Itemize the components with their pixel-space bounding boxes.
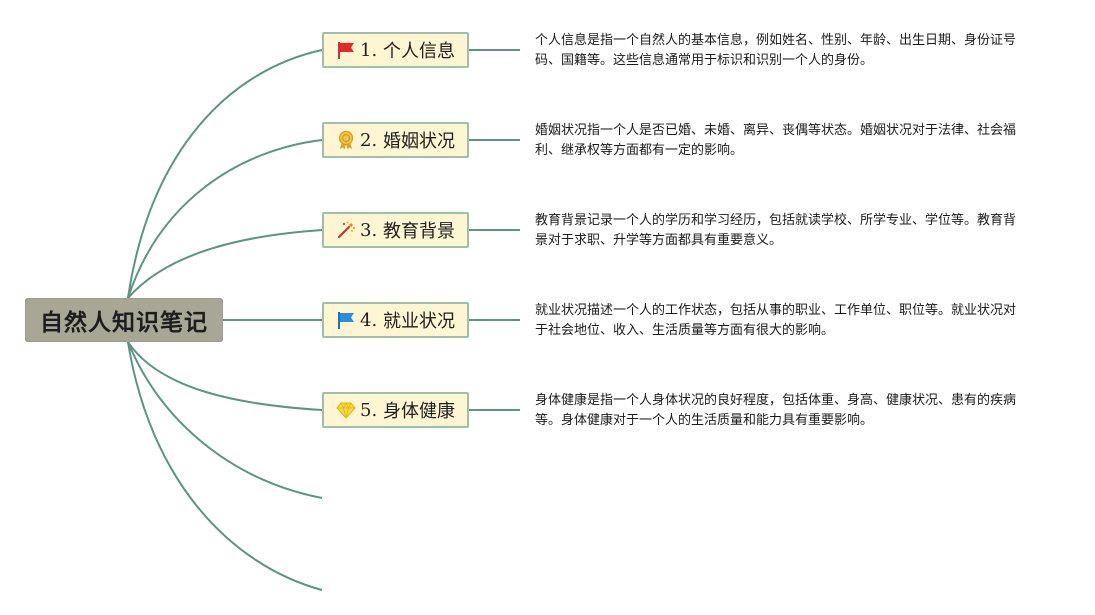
topic-description-4: 就业状况描述一个人的工作状态，包括从事的职业、工作单位、职位等。就业状况对于社会… <box>535 303 1017 338</box>
topic-description-5: 身体健康是指一个人身体状况的良好程度，包括体重、身高、健康状况、患有的疾病等。身… <box>535 393 1017 428</box>
topic-education[interactable]: 3. 教育背景 <box>322 212 469 248</box>
topic-personal-info[interactable]: 1. 个人信息 <box>322 32 469 68</box>
topic-number: 3. <box>360 219 378 241</box>
root-topic[interactable]: 自然人知识笔记 <box>25 298 223 342</box>
topic-label: 个人信息 <box>382 41 455 62</box>
branch-line-3 <box>127 229 323 299</box>
topic-description-2: 婚姻状况指一个人是否已婚、未婚、离异、丧偶等状态。婚姻状况对于法律、社会福利、继… <box>535 123 1017 158</box>
blue-flag-icon <box>336 310 356 330</box>
topic-label: 身体健康 <box>382 401 455 422</box>
red-flag-icon <box>336 40 356 60</box>
topic-label: 就业状况 <box>382 311 455 332</box>
topic-marital-status[interactable]: 2. 婚姻状况 <box>322 122 469 158</box>
branch-line-6 <box>127 341 323 499</box>
topic-health[interactable]: 5. 身体健康 <box>322 392 469 428</box>
award-medal-icon <box>336 130 356 150</box>
topic-label: 教育背景 <box>382 221 455 242</box>
diamond-icon <box>336 400 356 420</box>
branch-line-2 <box>127 139 323 299</box>
topic-number: 2. <box>360 129 378 151</box>
topic-number: 1. <box>360 39 378 61</box>
topic-number: 4. <box>360 309 378 331</box>
branch-line-5 <box>127 341 323 411</box>
topic-label: 婚姻状况 <box>382 131 455 152</box>
topic-description-3: 教育背景记录一个人的学历和学习经历，包括就读学校、所学专业、学位等。教育背景对于… <box>535 213 1017 248</box>
topic-description-1: 个人信息是指一个自然人的基本信息，例如姓名、性别、年龄、出生日期、身份证号码、国… <box>535 33 1017 68</box>
branch-line-1 <box>127 49 323 299</box>
topic-employment[interactable]: 4. 就业状况 <box>322 302 469 338</box>
root-topic-label: 自然人知识笔记 <box>40 310 208 336</box>
topic-number: 5. <box>360 399 378 421</box>
branch-line-7 <box>127 341 323 591</box>
magic-wand-icon <box>336 220 356 240</box>
